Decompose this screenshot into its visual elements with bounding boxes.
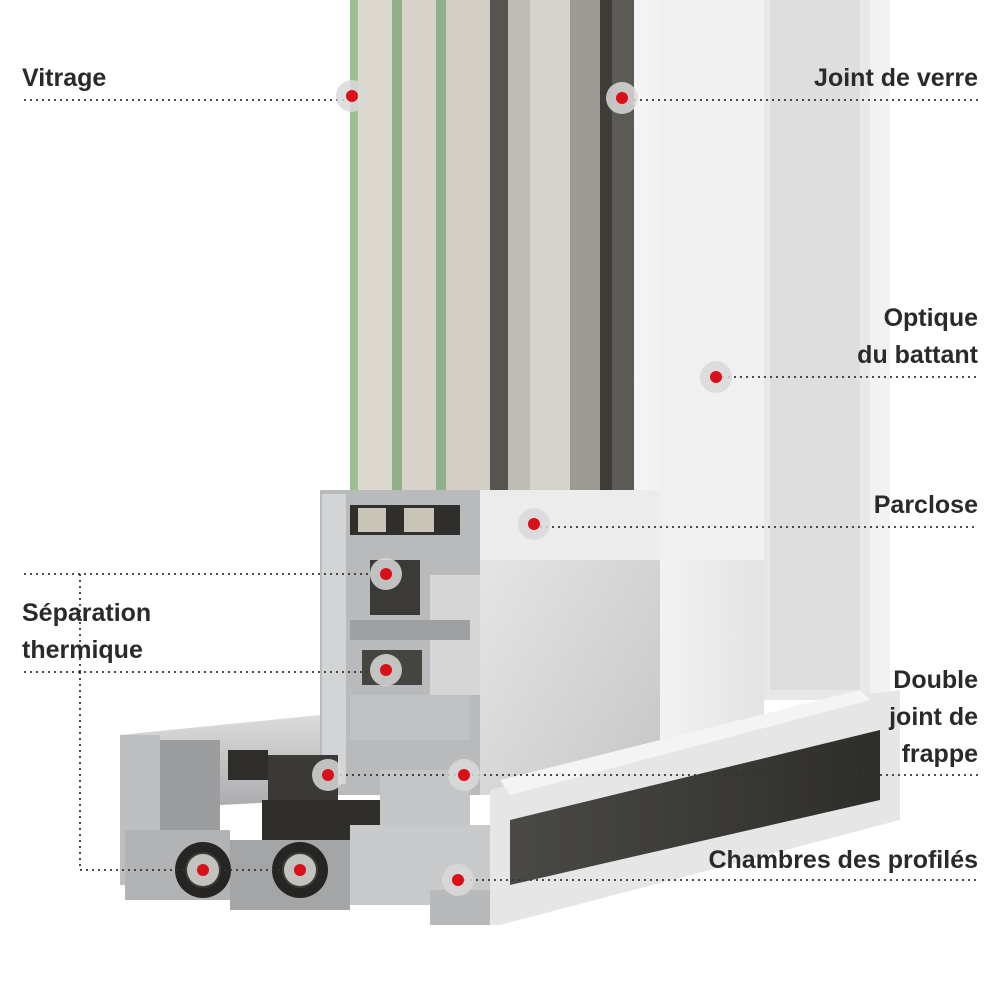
label-double-line2: joint de [889,703,978,731]
markers [187,80,732,896]
label-chambres-text: Chambres des profilés [708,846,978,874]
label-separation-line2: thermique [22,636,143,664]
label-double-joint-de-frappe: Double joint de frappe [889,662,978,773]
label-vitrage: Vitrage [22,60,106,97]
label-joint-de-verre: Joint de verre [814,60,978,97]
marker-thermal-strip-left [187,854,219,886]
sash-profile [320,490,660,795]
glass-seal [490,0,634,490]
marker-separation-upper [370,558,402,590]
leader-lines [24,99,978,881]
leader-separation-to-strips [79,672,300,871]
label-optique-line1: Optique [883,304,978,332]
marker-separation-lower [370,654,402,686]
marker-thermal-strip-right [284,854,316,886]
label-double-line3: frappe [901,740,978,768]
label-separation-line1: Séparation [22,599,152,627]
label-optique-du-battant: Optique du battant [857,300,978,374]
marker-vitrage [336,80,368,112]
marker-chambres [442,864,474,896]
outer-frame-panel [760,0,890,720]
frame-sill [120,690,900,925]
marker-double-joint-left [312,759,344,791]
label-optique-line2: du battant [857,341,978,369]
label-parclose-text: Parclose [873,491,978,519]
marker-double-joint-right [448,759,480,791]
marker-parclose [518,508,550,540]
label-chambres-des-profiles: Chambres des profilés [708,842,978,879]
triple-glazing [350,0,490,490]
label-joint-de-verre-text: Joint de verre [814,64,978,92]
label-separation-thermique: Séparation thermique [22,595,151,669]
label-vitrage-text: Vitrage [22,64,107,92]
marker-optique [700,361,732,393]
sash-face [634,0,764,740]
marker-joint-de-verre [606,82,638,114]
label-parclose: Parclose [874,487,978,524]
label-double-line1: Double [893,666,978,694]
